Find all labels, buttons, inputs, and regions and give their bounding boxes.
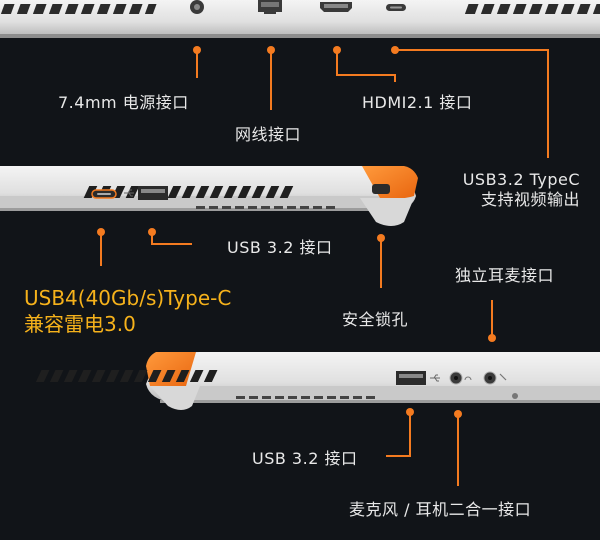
usb-typec-label: USB3.2 TypeC 支持视频输出 xyxy=(452,170,580,210)
ethernet-port-icon xyxy=(258,0,282,14)
rear-view-laptop xyxy=(0,0,600,38)
usb-a-port-icon xyxy=(138,186,168,200)
left-side-view-laptop xyxy=(0,166,418,226)
usb4-label-line2: 兼容雷电3.0 xyxy=(24,312,136,336)
usb4-port-icon xyxy=(91,189,117,199)
usb-symbol-right-icon xyxy=(430,374,440,382)
kensington-lock-icon xyxy=(372,184,390,194)
headset-jack-label: 独立耳麦接口 xyxy=(455,266,555,285)
usb4-label: USB4(40Gb/s)Type-C 兼容雷电3.0 xyxy=(24,285,231,337)
usb-typec-label-line1: USB3.2 TypeC xyxy=(462,170,580,189)
security-lock-label: 安全锁孔 xyxy=(342,310,409,329)
power-port-label: 7.4mm 电源接口 xyxy=(58,93,189,112)
usb4-label-line1: USB4(40Gb/s)Type-C xyxy=(24,286,232,310)
right-side-view-laptop xyxy=(35,352,600,410)
headphone-icon xyxy=(449,371,472,385)
hdmi-port-label: HDMI2.1 接口 xyxy=(362,93,473,112)
usb-right-label: USB 3.2 接口 xyxy=(252,449,358,468)
leader-dots xyxy=(97,46,496,418)
dc-power-port-icon xyxy=(190,0,204,14)
microphone-icon xyxy=(483,371,507,385)
usb-symbol-icon xyxy=(124,189,134,197)
ethernet-port-label: 网线接口 xyxy=(235,125,302,144)
usb-left-label: USB 3.2 接口 xyxy=(227,238,333,257)
hdmi-port-icon xyxy=(320,2,352,12)
mic-headphone-combo-label: 麦克风 / 耳机二合一接口 xyxy=(349,500,532,519)
leader-lines xyxy=(100,49,549,486)
usb-typec-label-line2: 支持视频输出 xyxy=(480,190,580,209)
usb-a-port-right-icon xyxy=(396,371,426,385)
usb-c-port-icon xyxy=(386,4,406,11)
